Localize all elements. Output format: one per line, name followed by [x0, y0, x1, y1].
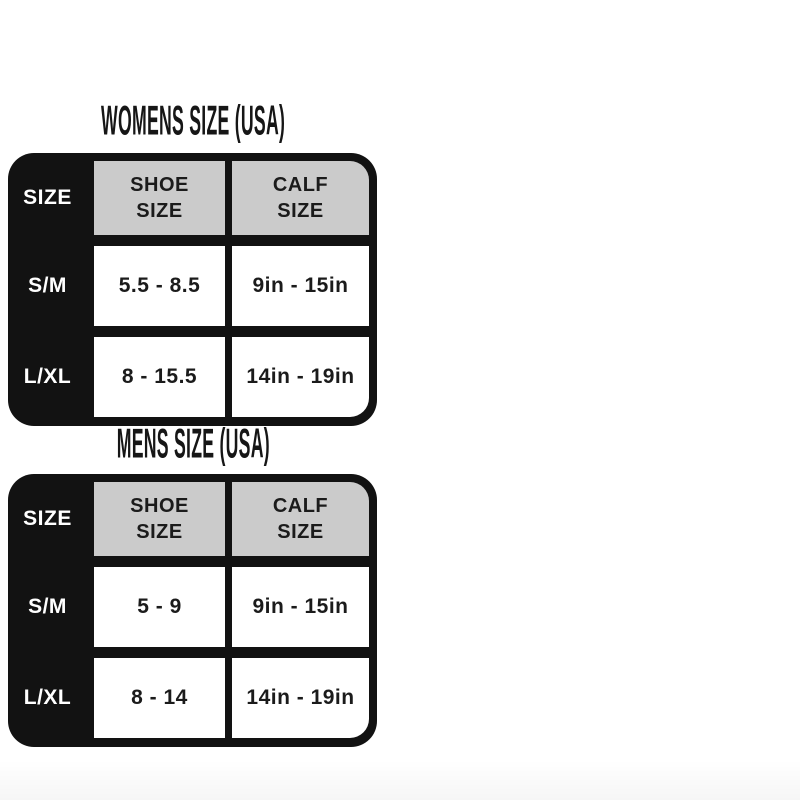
womens-calf-size-header-text: CALF SIZE	[272, 174, 329, 222]
mens-size-chart-title: MENS SIZE (USA)	[0, 424, 386, 465]
mens-shoe-size-sm: 5 - 9	[94, 567, 225, 647]
mens-size-chart-title-text: MENS SIZE (USA)	[116, 421, 270, 468]
womens-calf-size-header: CALF SIZE	[232, 161, 369, 235]
womens-size-corner-label: SIZE	[23, 186, 72, 209]
womens-row-label-lxl: L/XL	[23, 365, 72, 388]
mens-size-table: SIZE SHOE SIZE CALF SIZE S/M 5 - 9 9in -…	[8, 474, 377, 747]
mens-shoe-size-lxl: 8 - 14	[94, 658, 225, 738]
mens-shoe-size-header: SHOE SIZE	[94, 482, 225, 556]
womens-calf-size-lxl: 14in - 19in	[232, 337, 369, 417]
mens-size-corner-label: SIZE	[23, 507, 72, 530]
womens-size-chart-title: WOMENS SIZE (USA)	[0, 101, 386, 142]
mens-calf-size-header-text: CALF SIZE	[272, 495, 329, 543]
mens-calf-size-header: CALF SIZE	[232, 482, 369, 556]
womens-size-chart-title-text: WOMENS SIZE (USA)	[100, 98, 286, 145]
womens-shoe-size-header-text: SHOE SIZE	[130, 174, 189, 222]
bottom-shadow	[0, 760, 800, 800]
mens-row-label-sm: S/M	[28, 595, 67, 618]
womens-calf-size-sm: 9in - 15in	[232, 246, 369, 326]
mens-calf-size-sm: 9in - 15in	[232, 567, 369, 647]
mens-calf-size-lxl: 14in - 19in	[232, 658, 369, 738]
womens-shoe-size-header: SHOE SIZE	[94, 161, 225, 235]
mens-shoe-size-header-text: SHOE SIZE	[130, 495, 189, 543]
womens-shoe-size-lxl: 8 - 15.5	[94, 337, 225, 417]
womens-shoe-size-sm: 5.5 - 8.5	[94, 246, 225, 326]
womens-size-table: SIZE SHOE SIZE CALF SIZE S/M 5.5 - 8.5 9…	[8, 153, 377, 426]
mens-row-label-lxl: L/XL	[23, 686, 72, 709]
womens-row-label-sm: S/M	[28, 274, 67, 297]
